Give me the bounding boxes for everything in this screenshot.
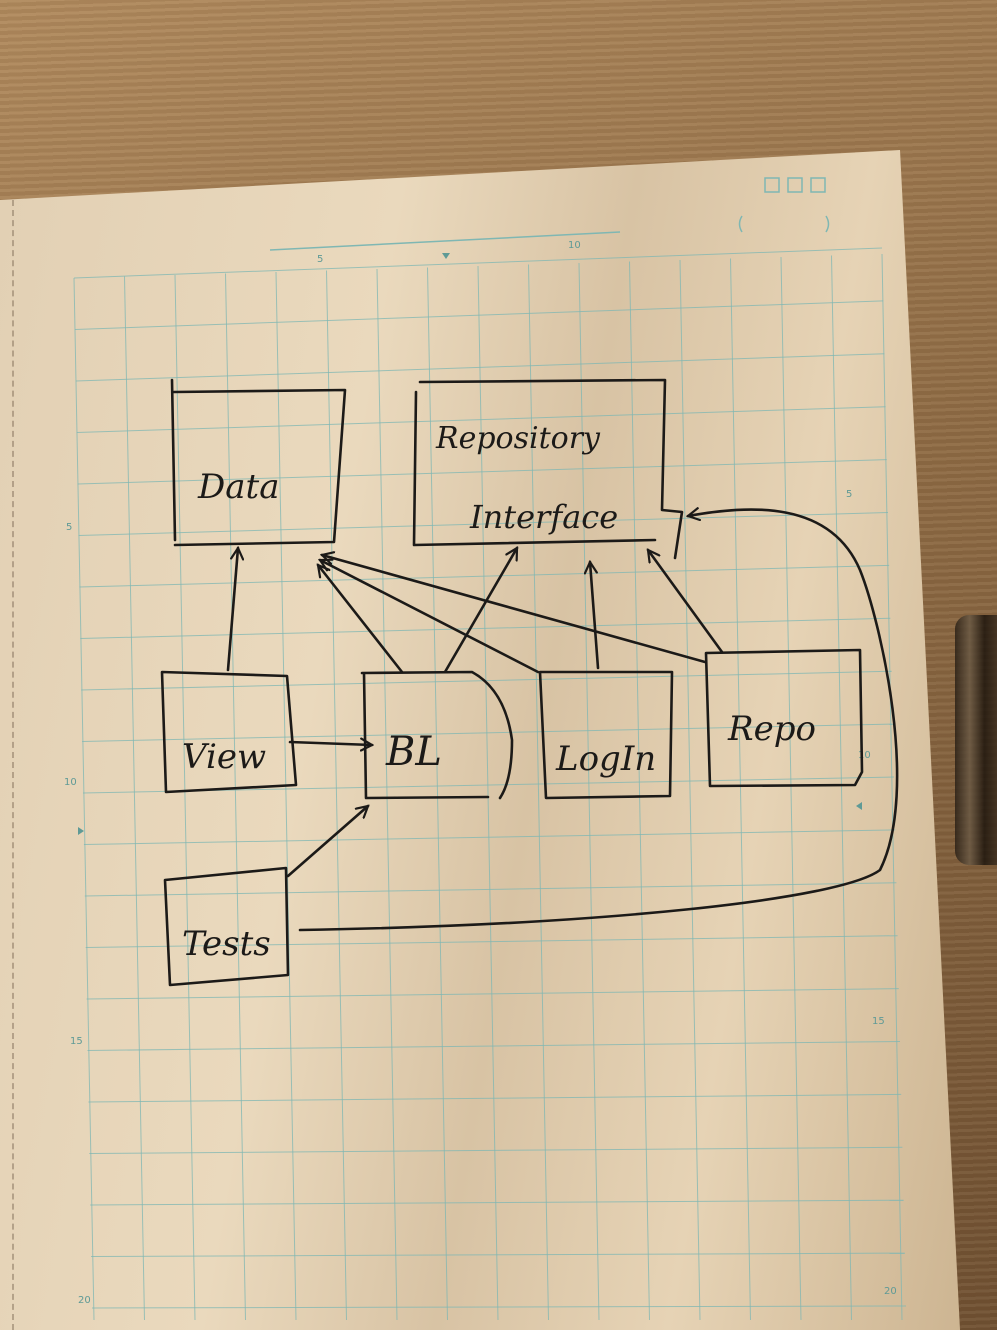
grid-horizontal-line bbox=[87, 1041, 901, 1051]
bl-box-label: BL bbox=[385, 729, 442, 775]
ruler-marker-right bbox=[856, 802, 862, 810]
grid-vertical-line bbox=[427, 267, 448, 1321]
arrow-login-to-repository-interface bbox=[590, 562, 600, 670]
arrow-tests-to-bl bbox=[286, 806, 368, 878]
arrow-bl-to-data bbox=[318, 565, 404, 674]
grid-horizontal-line bbox=[84, 882, 897, 897]
grid-vertical-line bbox=[780, 256, 802, 1321]
grid-horizontal-line bbox=[76, 406, 886, 433]
arrow-repo-to-data bbox=[322, 555, 707, 664]
repo-box: Repo bbox=[704, 648, 864, 788]
grid-vertical-line bbox=[528, 264, 549, 1321]
repository-interface-box: Repository Interface bbox=[412, 378, 684, 560]
grid-horizontal-line bbox=[79, 564, 890, 588]
bl-box: BL bbox=[360, 670, 514, 800]
ruler-marker-left bbox=[78, 827, 84, 835]
repository-interface-label-line1: Repository bbox=[435, 421, 601, 456]
grid-horizontal-line bbox=[75, 353, 885, 382]
arrow-view-to-data bbox=[226, 548, 238, 672]
ruler-right-20: 20 bbox=[884, 1286, 897, 1297]
grid-vertical-line bbox=[376, 268, 398, 1321]
graph-paper-grid bbox=[73, 247, 907, 1321]
grid-horizontal-line bbox=[86, 988, 899, 1000]
grid-horizontal-line bbox=[85, 935, 898, 948]
arrow-bl-to-repository-interface bbox=[443, 548, 519, 674]
arrow-view-to-bl bbox=[288, 742, 372, 745]
grid-vertical-line bbox=[831, 255, 852, 1321]
grid-horizontal-line bbox=[91, 1252, 905, 1257]
arrow-tests-to-repository-interface bbox=[298, 510, 899, 932]
data-box-label: Data bbox=[197, 467, 279, 507]
grid-horizontal-line bbox=[80, 617, 891, 639]
arrow-repo-to-repository-interface bbox=[648, 550, 724, 654]
grid-horizontal-line bbox=[90, 1199, 904, 1206]
header-boxes bbox=[269, 177, 830, 251]
ruler-right-10: 10 bbox=[858, 750, 871, 761]
grid-horizontal-line bbox=[73, 247, 883, 279]
grid-vertical-line bbox=[477, 265, 499, 1321]
grid-vertical-line bbox=[124, 276, 145, 1321]
ruler-left-5: 5 bbox=[66, 522, 72, 533]
login-box-label: LogIn bbox=[555, 739, 656, 779]
data-box: Data bbox=[170, 378, 347, 547]
ruler-top-5: 5 bbox=[317, 254, 323, 265]
grid-horizontal-line bbox=[83, 829, 896, 845]
view-box-label: View bbox=[182, 737, 266, 777]
ruler-left-20: 20 bbox=[78, 1295, 91, 1306]
grid-horizontal-line bbox=[74, 300, 884, 330]
tests-box: Tests bbox=[163, 866, 290, 987]
view-box: View bbox=[160, 670, 298, 794]
grid-vertical-line bbox=[174, 274, 196, 1321]
repo-box-label: Repo bbox=[727, 709, 816, 749]
grid-horizontal-line bbox=[82, 723, 893, 742]
grid-horizontal-line bbox=[77, 459, 887, 485]
grid-vertical-line bbox=[225, 273, 246, 1321]
repository-interface-label-line2: Interface bbox=[469, 498, 618, 536]
ruler-marker-top bbox=[442, 253, 450, 259]
grid-horizontal-line bbox=[89, 1146, 903, 1154]
login-box: LogIn bbox=[538, 670, 674, 800]
grid-vertical-line bbox=[629, 261, 650, 1321]
ruler-top-10: 10 bbox=[568, 240, 581, 251]
ruler-left-15: 15 bbox=[70, 1036, 83, 1047]
grid-vertical-line bbox=[881, 253, 903, 1321]
grid-vertical-line bbox=[275, 271, 297, 1321]
binding-perforation bbox=[12, 200, 14, 1330]
grid-vertical-line bbox=[326, 270, 347, 1321]
grid-vertical-line bbox=[578, 262, 600, 1321]
ruler-right-15: 15 bbox=[872, 1016, 885, 1027]
arrow-login-to-data bbox=[320, 560, 540, 674]
grid-vertical-line bbox=[73, 277, 95, 1321]
grid-horizontal-line bbox=[78, 512, 889, 536]
grid-horizontal-line bbox=[91, 1305, 907, 1309]
pen bbox=[955, 615, 997, 865]
tests-box-label: Tests bbox=[182, 924, 271, 964]
grid-horizontal-line bbox=[88, 1093, 902, 1103]
grid-vertical-line bbox=[730, 258, 751, 1321]
ruler-right-5: 5 bbox=[846, 489, 852, 500]
grid-vertical-line bbox=[679, 259, 701, 1321]
grid-horizontal-line bbox=[81, 670, 892, 691]
ruler-left-10: 10 bbox=[64, 777, 77, 788]
